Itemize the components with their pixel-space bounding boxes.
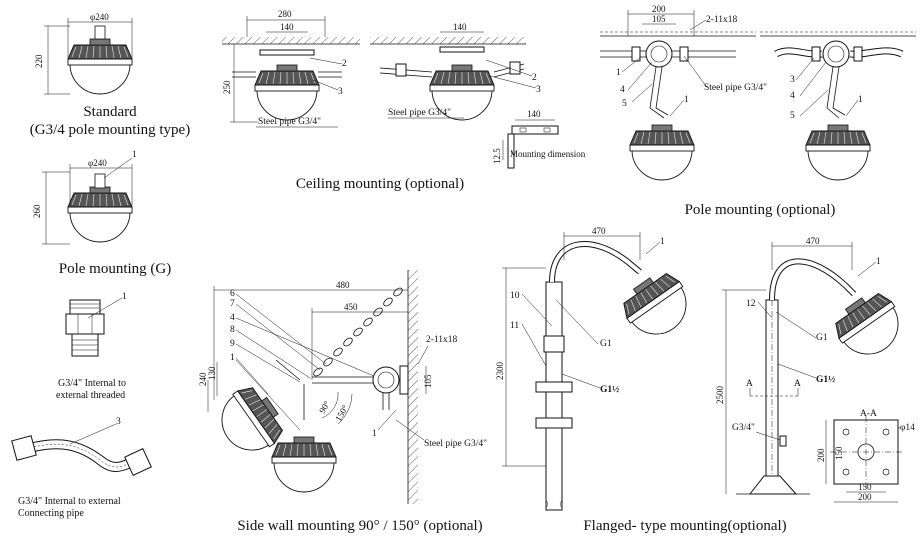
flanged-mount-view-1: 470 2300 1 10 11 G1 G1½ — [495, 226, 700, 511]
svg-text:150: 150 — [858, 482, 872, 492]
svg-text:7: 7 — [230, 299, 235, 309]
svg-text:200: 200 — [652, 4, 666, 14]
svg-text:G1½: G1½ — [816, 375, 835, 385]
svg-text:12: 12 — [746, 299, 756, 309]
svg-text:1: 1 — [684, 95, 689, 105]
dim-260: 260 — [32, 204, 42, 218]
svg-text:4: 4 — [230, 313, 235, 323]
svg-text:10: 10 — [510, 291, 520, 301]
svg-text:140: 140 — [527, 109, 541, 119]
steel-pipe-label: Steel pipe G3/4" — [258, 117, 321, 127]
pole-mount-view-1: 200 105 2-11x18 1 4 5 1 Steel pipe G3/4" — [600, 4, 767, 181]
caption-standard: Standard — [83, 104, 137, 120]
svg-text:G3/4": G3/4" — [732, 423, 755, 433]
svg-text:105: 105 — [652, 14, 666, 24]
svg-text:4-φ14: 4-φ14 — [892, 423, 915, 433]
svg-text:4: 4 — [620, 85, 625, 95]
svg-text:3: 3 — [116, 417, 121, 427]
svg-text:150°: 150° — [333, 403, 350, 423]
dim-240b: φ240 — [88, 158, 107, 168]
svg-text:3: 3 — [790, 75, 795, 85]
svg-text:2-11x18: 2-11x18 — [706, 15, 738, 25]
svg-text:1: 1 — [660, 237, 665, 247]
svg-text:1: 1 — [132, 150, 137, 160]
side-wall-mount-view: 480 450 240 130 105 2-11x18 90° 150° 6 7… — [198, 270, 487, 504]
svg-text:4: 4 — [790, 91, 795, 101]
pole-g-lamp-view: 1 φ240 260 — [32, 150, 137, 245]
note-mounting-dimension: Mounting dimension — [510, 149, 586, 159]
svg-text:130: 130 — [207, 366, 217, 380]
caption-flanged: Flanged- type mounting(optional) — [583, 518, 787, 534]
svg-text:A: A — [746, 379, 753, 389]
svg-text:Steel pipe G3/4": Steel pipe G3/4" — [424, 439, 487, 449]
svg-text:A: A — [794, 379, 801, 389]
svg-text:470: 470 — [592, 226, 606, 236]
mounting-dimension-detail: 140 12.5 — [492, 109, 559, 169]
svg-text:Steel pipe G3/4": Steel pipe G3/4" — [388, 108, 451, 118]
threaded-fitting: 1 — [65, 292, 127, 357]
svg-text:140: 140 — [453, 22, 467, 32]
svg-text:8: 8 — [230, 325, 235, 335]
svg-text:240: 240 — [198, 372, 208, 386]
caption-standard-sub: (G3/4 pole mounting type) — [29, 122, 191, 138]
svg-text:G1: G1 — [600, 339, 612, 349]
connecting-pipe: 3 — [11, 417, 152, 476]
caption-pole-optional: Pole mounting (optional) — [684, 202, 836, 218]
pole-mount-view-2: 3 4 5 1 — [760, 31, 916, 181]
svg-text:140: 140 — [280, 22, 294, 32]
svg-text:2300: 2300 — [495, 362, 505, 381]
svg-text:1: 1 — [876, 257, 881, 267]
note-pipe-1: G3/4" Internal to external — [18, 496, 121, 507]
section-a-a-plate: A-A 4-φ14 200 150 150 200 — [816, 409, 915, 503]
svg-text:480: 480 — [336, 280, 350, 290]
svg-text:Steel pipe G3/4": Steel pipe G3/4" — [704, 83, 767, 93]
dim-240: φ240 — [90, 12, 109, 22]
caption-pole-g: Pole mounting (G) — [58, 261, 172, 277]
caption-side-wall: Side wall mounting 90° / 150° (optional) — [237, 518, 483, 534]
svg-text:105: 105 — [423, 374, 433, 388]
svg-text:1: 1 — [372, 429, 377, 439]
svg-text:2: 2 — [342, 59, 347, 69]
svg-text:450: 450 — [344, 302, 358, 312]
svg-text:3: 3 — [536, 85, 541, 95]
svg-text:1: 1 — [230, 353, 235, 363]
svg-text:2-11x18: 2-11x18 — [426, 335, 458, 345]
svg-text:G1: G1 — [816, 333, 828, 343]
svg-text:1: 1 — [122, 292, 127, 302]
svg-text:2: 2 — [532, 73, 537, 83]
note-threaded-2: external threaded — [56, 390, 126, 401]
dim-220: 220 — [34, 54, 44, 68]
standard-lamp-view: φ240 220 — [34, 12, 133, 95]
svg-text:5: 5 — [790, 111, 795, 121]
svg-text:6: 6 — [230, 289, 235, 299]
svg-text:3: 3 — [338, 87, 343, 97]
svg-text:12.5: 12.5 — [492, 148, 502, 164]
svg-text:A-A: A-A — [860, 409, 877, 419]
flanged-mount-view-2: 470 2500 1 12 G1 G1½ A A G3/4" — [715, 236, 912, 495]
svg-text:250: 250 — [222, 80, 232, 94]
ceiling-mount-view-1: 280 140 250 2 3 Steel pipe G3/4" — [222, 9, 360, 128]
svg-text:5: 5 — [622, 99, 627, 109]
svg-text:G1½: G1½ — [600, 385, 619, 395]
note-pipe-2: Connecting pipe — [18, 508, 84, 519]
ceiling-mount-view-2: 140 2 3 Steel pipe G3/4" — [370, 22, 541, 121]
note-threaded-1: G3/4" Internal to — [58, 378, 126, 389]
svg-text:470: 470 — [806, 236, 820, 246]
svg-text:200: 200 — [858, 492, 872, 502]
svg-text:200: 200 — [816, 448, 826, 462]
caption-ceiling: Ceiling mounting (optional) — [295, 176, 465, 192]
svg-text:1: 1 — [616, 68, 621, 78]
svg-text:9: 9 — [230, 339, 235, 349]
svg-text:1: 1 — [858, 95, 863, 105]
svg-text:150: 150 — [834, 446, 844, 460]
svg-text:2500: 2500 — [715, 386, 725, 405]
svg-text:280: 280 — [278, 9, 292, 19]
svg-text:11: 11 — [510, 321, 519, 331]
